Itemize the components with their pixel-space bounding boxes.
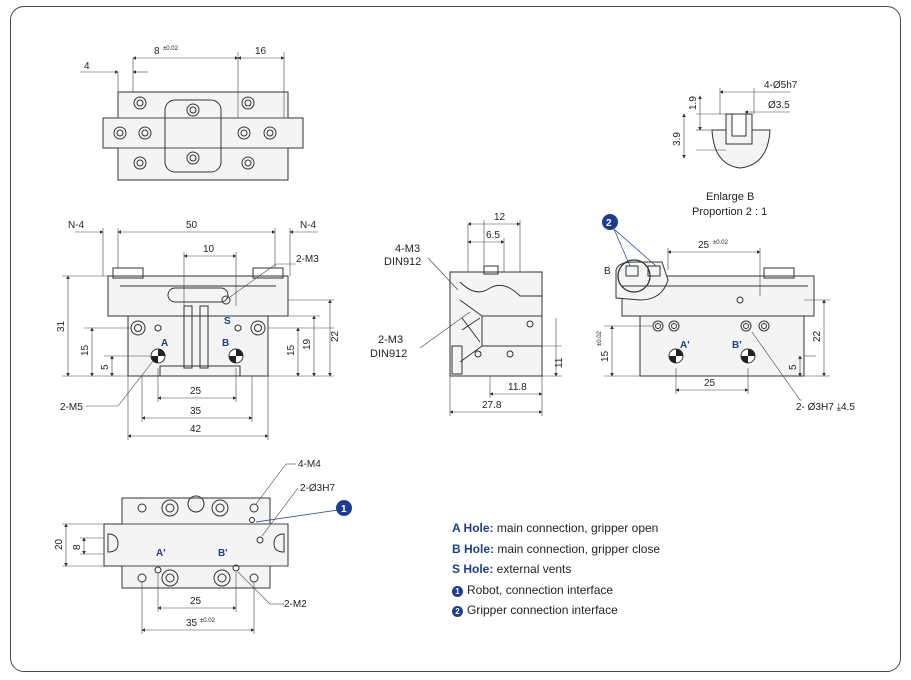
bottom-marker-1-label: 1	[341, 504, 347, 515]
rear-tol-25: ±0.02	[713, 240, 729, 246]
side-m3-top-2: DIN912	[384, 256, 421, 268]
legend-item-a-hole: A Hole: main connection, gripper open	[452, 521, 659, 535]
front-dim-50: 50	[186, 220, 198, 231]
front-dim-22: 22	[330, 330, 341, 342]
front-dim-35: 35	[190, 406, 202, 417]
front-dim-31: 31	[56, 320, 67, 332]
front-dim-15-right: 15	[286, 344, 297, 356]
top-tol-8: ±0.02	[163, 46, 179, 52]
side-view: 12 6.5 4-M3 DIN912 2-M3 DIN912 11 11.8 2…	[370, 212, 565, 416]
front-n4-right: N-4	[300, 220, 317, 231]
rear-dim-25b: 25	[704, 378, 716, 389]
side-m3-bot-2: DIN912	[370, 348, 407, 360]
bottom-h7: 2-Ø3H7	[300, 483, 335, 494]
side-dim-118: 11.8	[508, 382, 527, 393]
bottom-tol-35: ±0.02	[200, 618, 216, 624]
front-dim-19: 19	[302, 338, 313, 350]
side-dim-11: 11	[554, 357, 565, 368]
top-dim-4: 4	[84, 61, 90, 72]
rear-marker-2	[602, 214, 618, 230]
enlarge-b-view: 4-Ø5h7 Ø3.5 1.9 3.9 Enlarge B Proportion…	[672, 80, 798, 218]
legend-marker-2: 2	[452, 606, 463, 617]
top-dim-8: 8	[154, 46, 160, 57]
rear-holes: 2- Ø3H7 ⤓4.5	[796, 402, 855, 413]
bottom-dim-25: 25	[190, 596, 202, 607]
bottom-dim-20: 20	[54, 538, 65, 550]
rear-label-b1: B'	[732, 340, 742, 351]
bottom-label-b1: B'	[218, 548, 228, 559]
top-view: 4 8 ±0.02 16	[80, 46, 304, 181]
rear-label-b: B	[604, 266, 611, 277]
side-dim-12: 12	[494, 212, 506, 223]
bottom-m2: 2-M2	[284, 599, 307, 610]
front-dim-42: 42	[190, 424, 202, 435]
enlarge-dim-19: 1.9	[688, 96, 699, 110]
legend: A Hole: main connection, gripper open B …	[452, 518, 660, 621]
front-dim-5: 5	[100, 364, 111, 370]
bottom-dim-8: 8	[72, 544, 83, 550]
bottom-view: A' B' 4-M4 2-Ø3H7 1 20 8 25 2-M2 35 ±0.0…	[54, 459, 352, 634]
front-m3: 2-M3	[296, 254, 319, 265]
enlarge-dim-4-05h7: 4-Ø5h7	[764, 80, 798, 91]
bottom-m4: 4-M4	[298, 459, 321, 470]
rear-label-a1: A'	[680, 340, 690, 351]
front-label-a: A	[161, 338, 168, 349]
side-m3-bot-1: 2-M3	[378, 334, 403, 346]
side-m3-top-1: 4-M3	[395, 243, 420, 255]
enlarge-dim-035: Ø3.5	[768, 100, 790, 111]
front-label-b: B	[222, 338, 229, 349]
front-n4-left: N-4	[68, 220, 85, 231]
legend-item-s-hole: S Hole: external vents	[452, 562, 572, 576]
bottom-marker-1	[336, 500, 352, 516]
front-view: A B S N-4 50 N-4 10 2-M3 31 15 5 15	[56, 220, 341, 440]
rear-dim-15: 15	[600, 350, 611, 362]
bottom-dim-35: 35	[186, 618, 198, 629]
side-dim-278: 27.8	[482, 400, 502, 411]
bottom-label-a1: A'	[156, 548, 166, 559]
enlarge-dim-39: 3.9	[672, 132, 683, 146]
front-label-s: S	[224, 316, 231, 327]
rear-tol-15: ±0.02	[597, 330, 603, 346]
enlarge-proportion: Proportion 2 : 1	[692, 206, 767, 218]
top-dim-16: 16	[255, 46, 267, 57]
rear-marker-2-label: 2	[606, 218, 612, 229]
front-dim-10: 10	[203, 244, 215, 255]
rear-dim-22: 22	[812, 330, 823, 342]
rear-dim-25: 25	[698, 240, 710, 251]
front-dim-15-left: 15	[80, 344, 91, 356]
front-m5: 2-M5	[60, 402, 83, 413]
legend-marker-1: 1	[452, 585, 463, 597]
enlarge-title: Enlarge B	[706, 191, 754, 203]
rear-view: A' B' 2 B 25 ±0.02 15 ±0.02 22 5 25 2- Ø…	[597, 214, 855, 413]
side-dim-65: 6.5	[486, 230, 500, 241]
rear-dim-5: 5	[788, 364, 799, 370]
legend-item-b-hole: B Hole: main connection, gripper close	[452, 541, 661, 556]
front-dim-25: 25	[190, 386, 202, 397]
